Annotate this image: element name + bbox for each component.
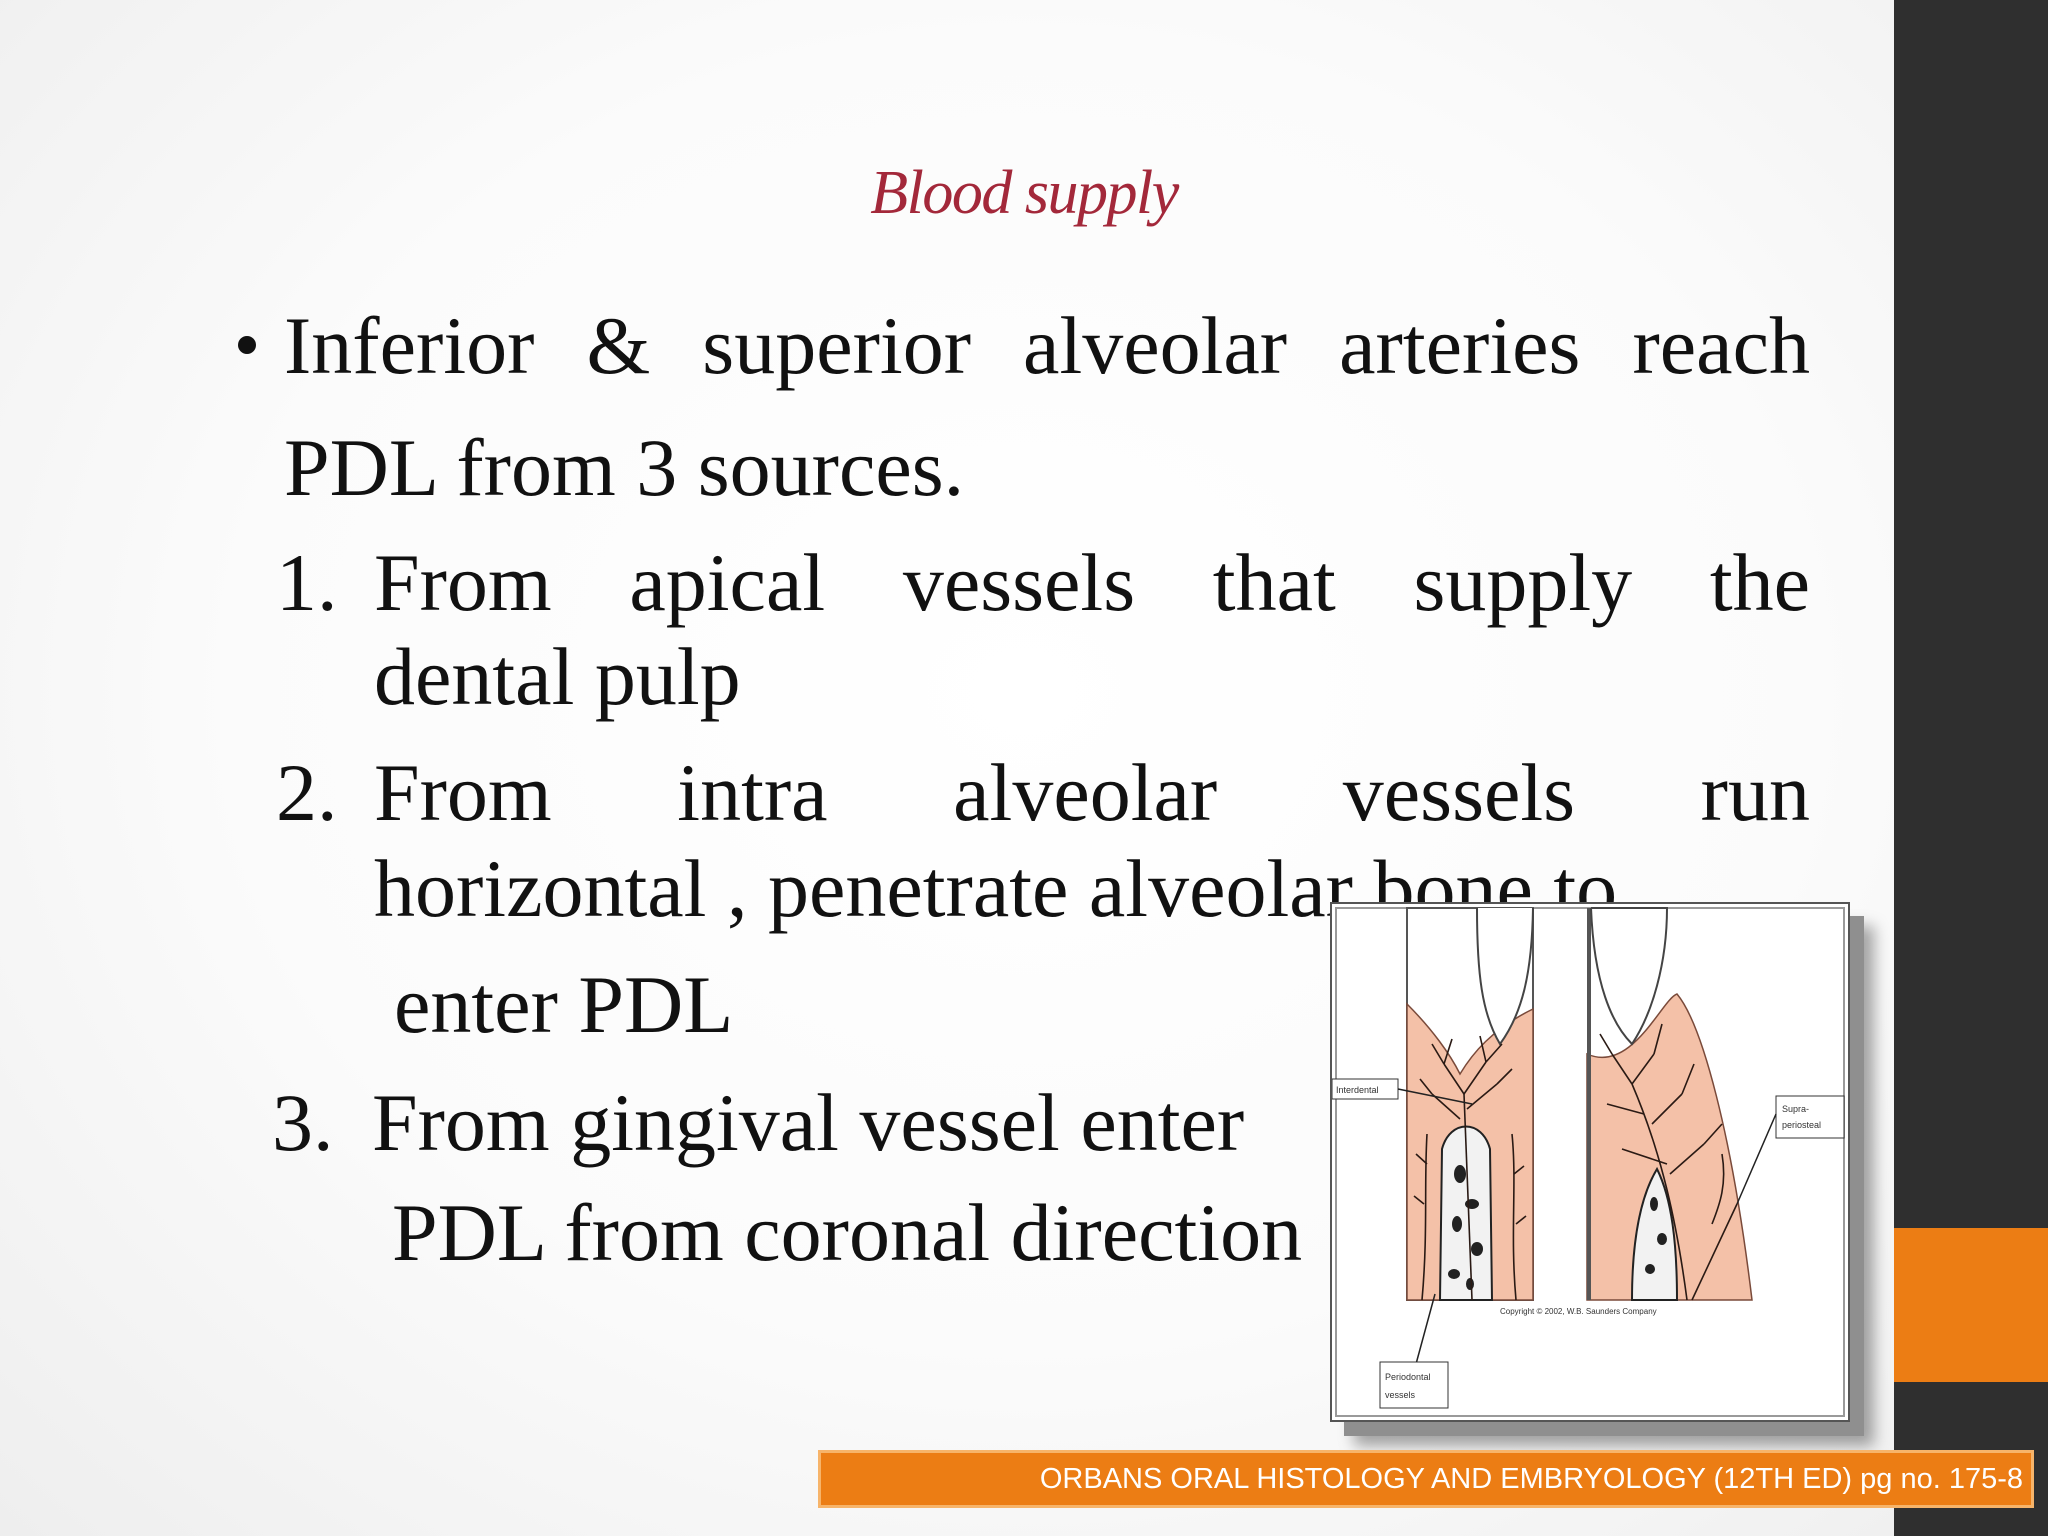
item-number-1: 1. — [276, 537, 338, 628]
right-alveolar-bone — [1630, 1166, 1679, 1301]
word: From — [374, 537, 552, 628]
left-alveolar-bone — [1438, 1125, 1494, 1301]
item-number-2: 2. — [276, 747, 338, 838]
item-2-line-3: enter PDL — [394, 959, 734, 1050]
left-crown — [1476, 907, 1534, 1046]
figure-illustration: Interdental Supra- periosteal Periodonta… — [1332, 907, 1845, 1417]
periodontal-label-box — [1379, 1361, 1449, 1409]
bullet-line-2: PDL from 3 sources. — [284, 422, 965, 513]
orange-accent-block — [1894, 1228, 2048, 1382]
item-3-line-1: From gingival vessel enter — [372, 1077, 1245, 1168]
bullet-line-1: Inferior & superior alveolar arteries re… — [284, 305, 1810, 387]
bullet-dot-icon — [238, 336, 256, 354]
periodontal-blood-supply-figure: Interdental Supra- periosteal Periodonta… — [1330, 902, 1850, 1422]
right-crown — [1590, 907, 1669, 1046]
periodontal-label-1: Periodontal — [1385, 1372, 1431, 1382]
word: intra — [677, 747, 828, 838]
item-1-line-2: dental pulp — [374, 631, 741, 722]
word: alveolar — [1023, 300, 1288, 391]
supraperiosteal-label-1: Supra- — [1782, 1104, 1809, 1114]
word: supply — [1413, 537, 1633, 628]
word: run — [1700, 747, 1810, 838]
interdental-label: Interdental — [1336, 1085, 1379, 1095]
word: & — [586, 300, 651, 391]
word: vessels — [902, 537, 1136, 628]
supraperiosteal-label-2: periosteal — [1782, 1120, 1821, 1130]
figure-copyright: Copyright © 2002, W.B. Saunders Company — [1500, 1307, 1657, 1316]
word: apical — [629, 537, 826, 628]
citation-banner: ORBANS ORAL HISTOLOGY AND EMBRYOLOGY (12… — [818, 1450, 2034, 1508]
slide-title: Blood supply — [870, 159, 1179, 227]
word: vessels — [1342, 747, 1576, 838]
periodontal-label-2: vessels — [1385, 1390, 1416, 1400]
word: superior — [702, 300, 971, 391]
word: Inferior — [284, 300, 535, 391]
right-tooth-outline — [1587, 908, 1591, 1300]
item-number-3: 3. — [272, 1077, 334, 1168]
word: From — [374, 747, 552, 838]
word: alveolar — [953, 747, 1218, 838]
word: the — [1709, 537, 1810, 628]
item-2-line-1: From intra alveolar vessels run — [374, 752, 1810, 834]
supraperiosteal-label-box — [1775, 1095, 1845, 1139]
item-3-line-2: PDL from coronal direction — [392, 1187, 1303, 1278]
item-1-line-1: From apical vessels that supply the — [374, 542, 1810, 624]
word: reach — [1632, 300, 1810, 391]
word: that — [1212, 537, 1336, 628]
word: arteries — [1339, 300, 1581, 391]
